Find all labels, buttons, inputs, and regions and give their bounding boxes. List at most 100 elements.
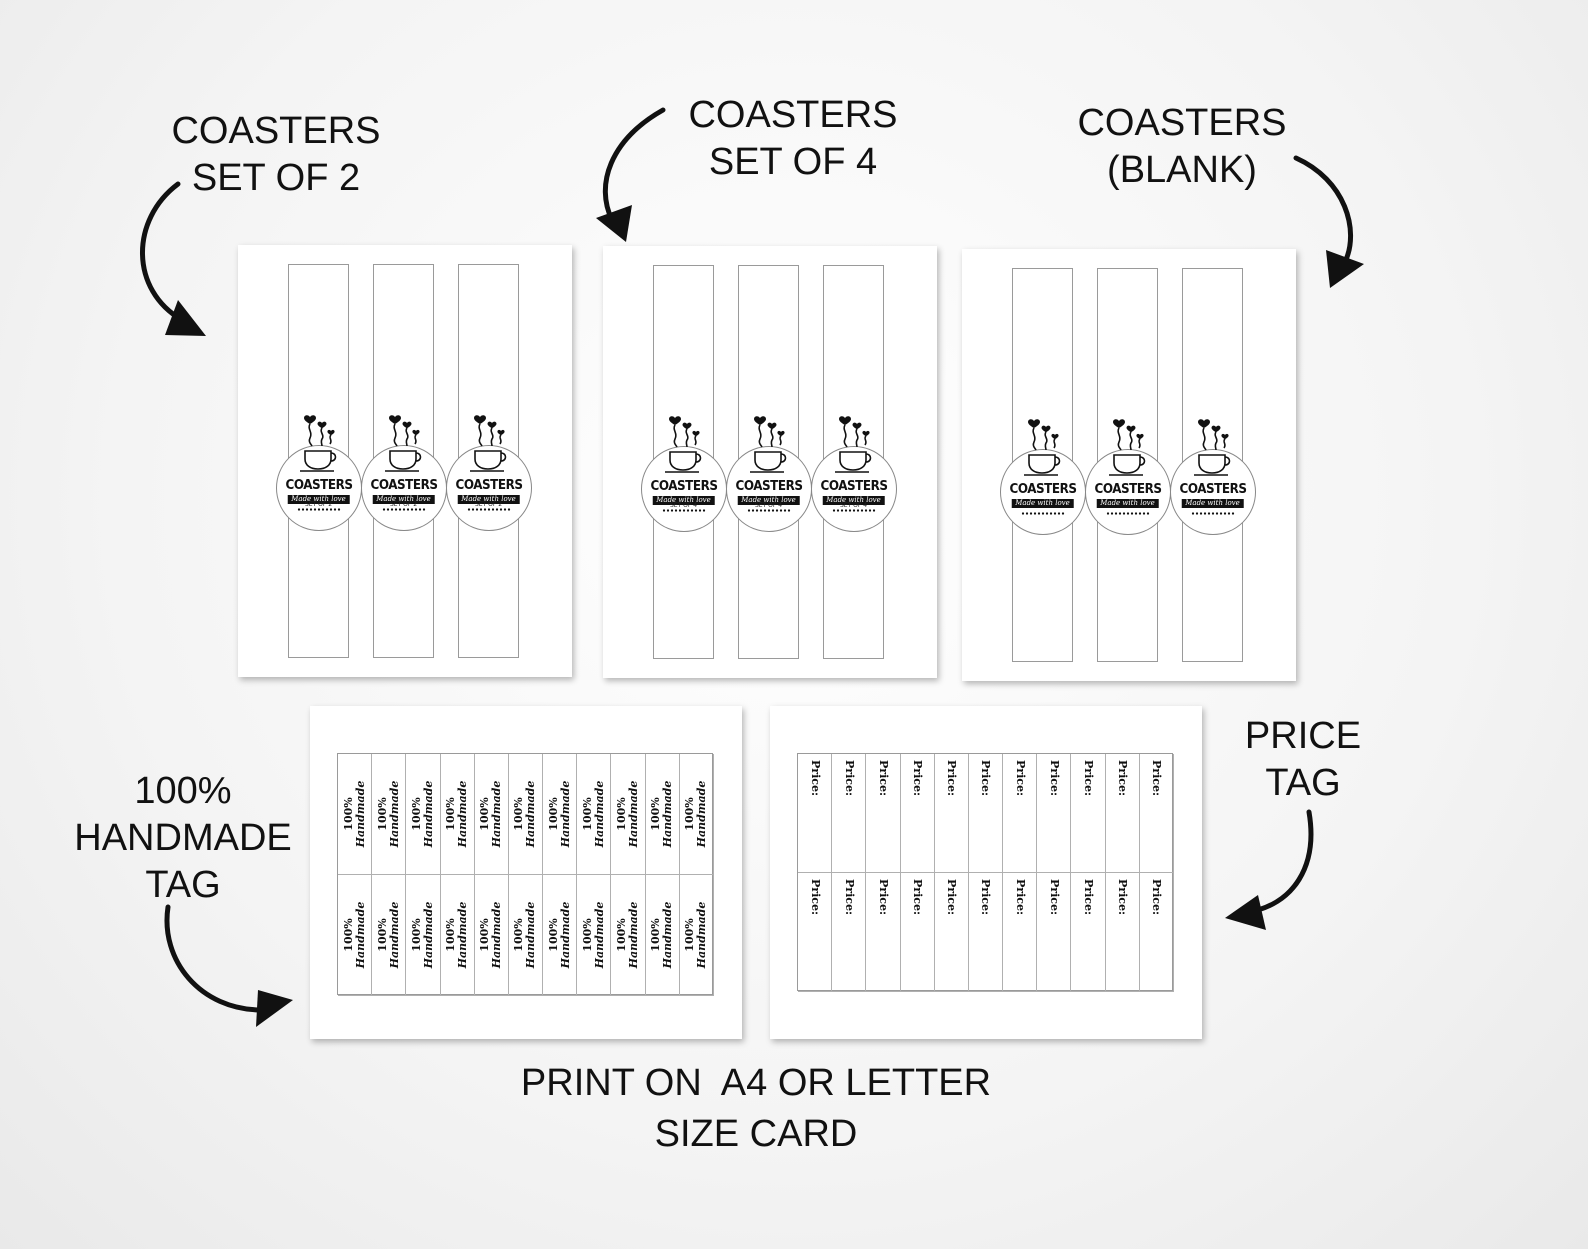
label-line: SIZE CARD xyxy=(654,1113,858,1155)
price-tag-text: Price: xyxy=(1013,879,1027,916)
emblem-title: COASTERS xyxy=(820,479,887,494)
emblem-title: COASTERS xyxy=(735,479,802,494)
handmade-tag-text: 100%Handmade xyxy=(615,781,640,848)
handmade-tag-text: 100%Handmade xyxy=(375,781,401,848)
handmade-tag: 100%Handmade xyxy=(645,875,680,996)
label-line: COASTERS xyxy=(688,94,898,136)
price-tag-text: Price: xyxy=(945,879,959,916)
emblem-banner: Made with love xyxy=(1011,499,1074,508)
handmade-tag-line2: Handmade xyxy=(387,901,401,969)
coffee-cup-hearts-icon xyxy=(664,416,701,473)
emblem-dots xyxy=(1020,512,1065,515)
emblem-banner: Made with love xyxy=(457,495,520,504)
handmade-tag-text: 100%Handmade xyxy=(649,902,674,969)
emblem-dots xyxy=(466,508,511,511)
emblem-circle xyxy=(1084,449,1171,535)
emblem-banner: Made with love xyxy=(822,496,885,505)
handmade-tag-text: 100%Handmade xyxy=(546,902,572,969)
label-line: SET OF 2 xyxy=(191,157,361,199)
price-tag-text: Price: xyxy=(1150,879,1164,916)
price-tag: Price: xyxy=(1105,754,1140,873)
label-print-instructions: PRINT ON A4 OR LETTER SIZE CARD xyxy=(521,1058,991,1160)
handmade-tag-text: 100%Handmade xyxy=(410,780,435,848)
coaster-logo-emblem: COASTERS Made with love xyxy=(1169,415,1256,577)
handmade-tag-line2: Handmade xyxy=(421,780,435,848)
coaster-strip: COASTERS Made with love xyxy=(999,268,1086,662)
emblem-circle xyxy=(445,445,532,531)
coffee-cup-hearts-icon xyxy=(749,416,786,473)
strip-set-label: SET OF 2 xyxy=(304,501,333,508)
handmade-tag-line2: Handmade xyxy=(353,901,367,969)
emblem-dots xyxy=(661,509,706,512)
handmade-tag: 100%Handmade xyxy=(406,875,441,996)
label-coasters-set-of-4: COASTERS SET OF 4 xyxy=(688,92,897,186)
emblem-circle xyxy=(725,446,812,532)
price-tag: Price: xyxy=(934,754,969,873)
emblem-circle xyxy=(810,446,897,532)
handmade-tag: 100%Handmade xyxy=(679,875,714,996)
handmade-tag-text: 100%Handmade xyxy=(649,781,674,848)
handmade-tag-text: 100%Handmade xyxy=(478,781,503,848)
price-tag: Price: xyxy=(934,873,969,992)
handmade-tag: 100%Handmade xyxy=(645,754,680,875)
price-tag: Price: xyxy=(1037,873,1072,992)
price-tag: Price: xyxy=(1003,873,1038,992)
emblem-banner: Made with love xyxy=(1096,499,1159,508)
handmade-tag-text: 100%Handmade xyxy=(615,901,641,969)
handmade-tag: 100%Handmade xyxy=(474,754,509,875)
handmade-tag-line2: Handmade xyxy=(558,780,572,848)
handmade-tag-text: 100%Handmade xyxy=(512,781,537,848)
handmade-tag: 100%Handmade xyxy=(406,754,441,875)
price-tag: Price: xyxy=(1003,754,1038,873)
price-tag-text: Price: xyxy=(1150,760,1164,797)
label-line: TAG xyxy=(1265,762,1341,804)
handmade-tag: 100%Handmade xyxy=(372,875,407,996)
handmade-tag-line2: Handmade xyxy=(353,780,367,848)
handmade-tag-text: 100%Handmade xyxy=(581,902,606,969)
handmade-tag-text: 100%Handmade xyxy=(444,780,470,848)
coaster-strip: COASTERS Made with love xyxy=(1169,268,1256,662)
handmade-tag-line1: 100% xyxy=(546,918,560,952)
handmade-tag: 100%Handmade xyxy=(577,754,612,875)
coaster-logo-emblem: COASTERS Made with love xyxy=(1084,415,1171,577)
handmade-tag-line2: Handmade xyxy=(627,901,641,969)
price-tag: Price: xyxy=(900,754,935,873)
price-tag: Price: xyxy=(866,873,901,992)
price-tag: Price: xyxy=(866,754,901,873)
label-line: HANDMADE xyxy=(74,817,292,859)
coaster-strip: COASTERS Made with love SET OF 4 xyxy=(810,265,897,659)
price-tag: Price: xyxy=(1037,754,1072,873)
handmade-tag-line2: Handmade xyxy=(456,780,470,848)
price-tag: Price: xyxy=(798,754,833,873)
price-tag: Price: xyxy=(832,873,867,992)
emblem-title: COASTERS xyxy=(650,479,717,494)
handmade-tag: 100%Handmade xyxy=(440,875,475,996)
handmade-tag-text: 100%Handmade xyxy=(410,901,435,969)
emblem-title: COASTERS xyxy=(285,478,352,493)
handmade-tag-line1: 100% xyxy=(341,797,355,831)
coaster-logo-emblem: COASTERS Made with love xyxy=(640,412,727,574)
handmade-tag-line2: Handmade xyxy=(524,901,538,969)
strip-set-label: SET OF 4 xyxy=(754,502,783,509)
label-handmade-tag: 100% HANDMADE TAG xyxy=(74,768,291,909)
price-tag: Price: xyxy=(1071,754,1106,873)
emblem-dots xyxy=(296,508,341,511)
handmade-tag: 100%Handmade xyxy=(440,754,475,875)
handmade-tag-line2: Handmade xyxy=(421,901,435,969)
price-tag-text: Price: xyxy=(1116,879,1130,916)
label-coasters-blank: COASTERS (BLANK) xyxy=(1077,100,1286,194)
handmade-tag-text: 100%Handmade xyxy=(444,902,469,969)
price-tag: Price: xyxy=(968,754,1004,873)
handmade-tag: 100%Handmade xyxy=(577,875,612,996)
price-tag-text: Price: xyxy=(1082,879,1096,916)
handmade-tag-text: 100%Handmade xyxy=(547,780,572,848)
handmade-tag: 100%Handmade xyxy=(338,875,373,996)
price-tag: Price: xyxy=(1139,873,1174,992)
coaster-logo-emblem: COASTERS Made with love xyxy=(810,412,897,574)
handmade-tag-line1: 100% xyxy=(375,797,389,831)
coffee-cup-hearts-icon xyxy=(834,416,871,473)
emblem-circle xyxy=(640,446,727,532)
coffee-cup-hearts-icon xyxy=(384,415,421,472)
handmade-tag-text: 100%Handmade xyxy=(683,902,708,969)
